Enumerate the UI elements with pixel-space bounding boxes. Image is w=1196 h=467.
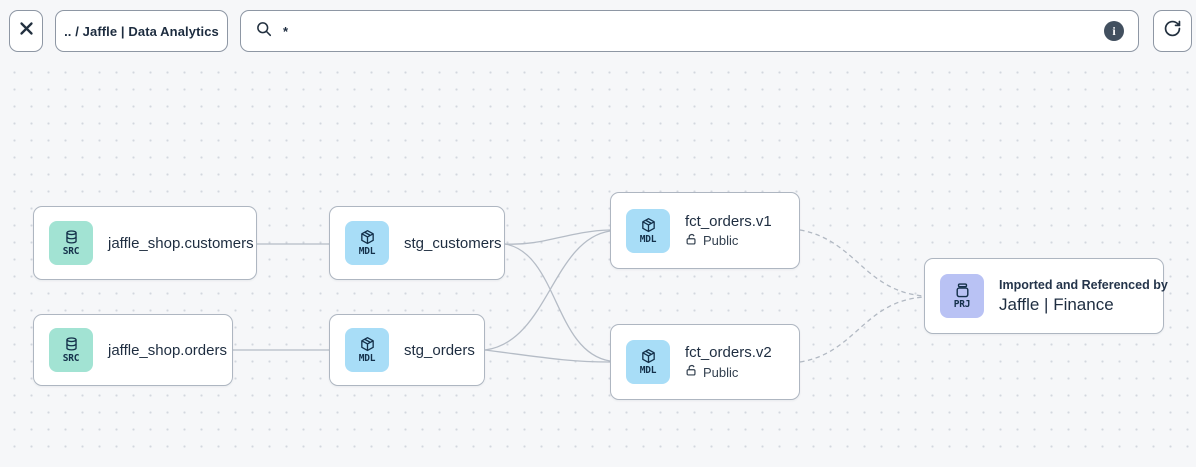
model-icon: MDL	[345, 328, 389, 372]
node-model-fct-orders-v1[interactable]: MDL fct_orders.v1 Public	[610, 192, 800, 269]
close-button[interactable]	[9, 10, 43, 52]
refresh-icon	[1163, 19, 1182, 43]
node-label: jaffle_shop.orders	[108, 341, 227, 359]
breadcrumb[interactable]: .. / Jaffle | Data Analytics	[55, 10, 228, 52]
node-source-jaffle-shop-customers[interactable]: SRC jaffle_shop.customers	[33, 206, 257, 280]
node-source-jaffle-shop-orders[interactable]: SRC jaffle_shop.orders	[33, 314, 233, 386]
node-label: fct_orders.v2	[685, 344, 772, 361]
project-caption: Imported and Referenced by	[999, 277, 1168, 292]
unlock-icon	[685, 233, 698, 249]
model-icon: MDL	[626, 340, 670, 384]
access-label: Public	[703, 233, 739, 248]
node-type-badge: MDL	[358, 246, 376, 257]
access-row: Public	[685, 364, 772, 380]
node-type-badge: MDL	[358, 353, 376, 364]
search-input[interactable]	[283, 23, 1094, 39]
unlock-icon	[685, 364, 698, 380]
info-icon[interactable]: i	[1104, 21, 1124, 41]
node-label: stg_customers	[404, 234, 502, 252]
node-label: stg_orders	[404, 341, 475, 359]
node-label: jaffle_shop.customers	[108, 234, 254, 252]
node-model-fct-orders-v2[interactable]: MDL fct_orders.v2 Public	[610, 324, 800, 400]
node-type-badge: SRC	[62, 246, 80, 257]
toolbar: .. / Jaffle | Data Analytics i	[0, 0, 1196, 58]
search-bar[interactable]: i	[240, 10, 1139, 52]
node-label: fct_orders.v1	[685, 212, 772, 230]
source-icon: SRC	[49, 328, 93, 372]
source-icon: SRC	[49, 221, 93, 265]
node-type-badge: PRJ	[953, 299, 971, 310]
access-label: Public	[703, 364, 739, 380]
node-model-stg-customers[interactable]: MDL stg_customers	[329, 206, 505, 280]
search-icon	[255, 20, 273, 43]
close-icon	[19, 21, 34, 41]
refresh-button[interactable]	[1153, 10, 1192, 52]
node-type-badge: MDL	[639, 365, 657, 376]
node-project-jaffle-finance[interactable]: PRJ Imported and Referenced by Jaffle | …	[924, 258, 1168, 334]
node-type-badge: SRC	[62, 353, 80, 364]
model-icon: MDL	[345, 221, 389, 265]
node-type-badge: MDL	[639, 233, 657, 245]
breadcrumb-label: .. / Jaffle | Data Analytics	[64, 23, 219, 39]
node-label: Jaffle | Finance	[999, 294, 1114, 314]
access-row: Public	[685, 233, 772, 249]
project-icon: PRJ	[940, 274, 984, 318]
model-icon: MDL	[626, 208, 670, 253]
node-model-stg-orders[interactable]: MDL stg_orders	[329, 314, 485, 386]
